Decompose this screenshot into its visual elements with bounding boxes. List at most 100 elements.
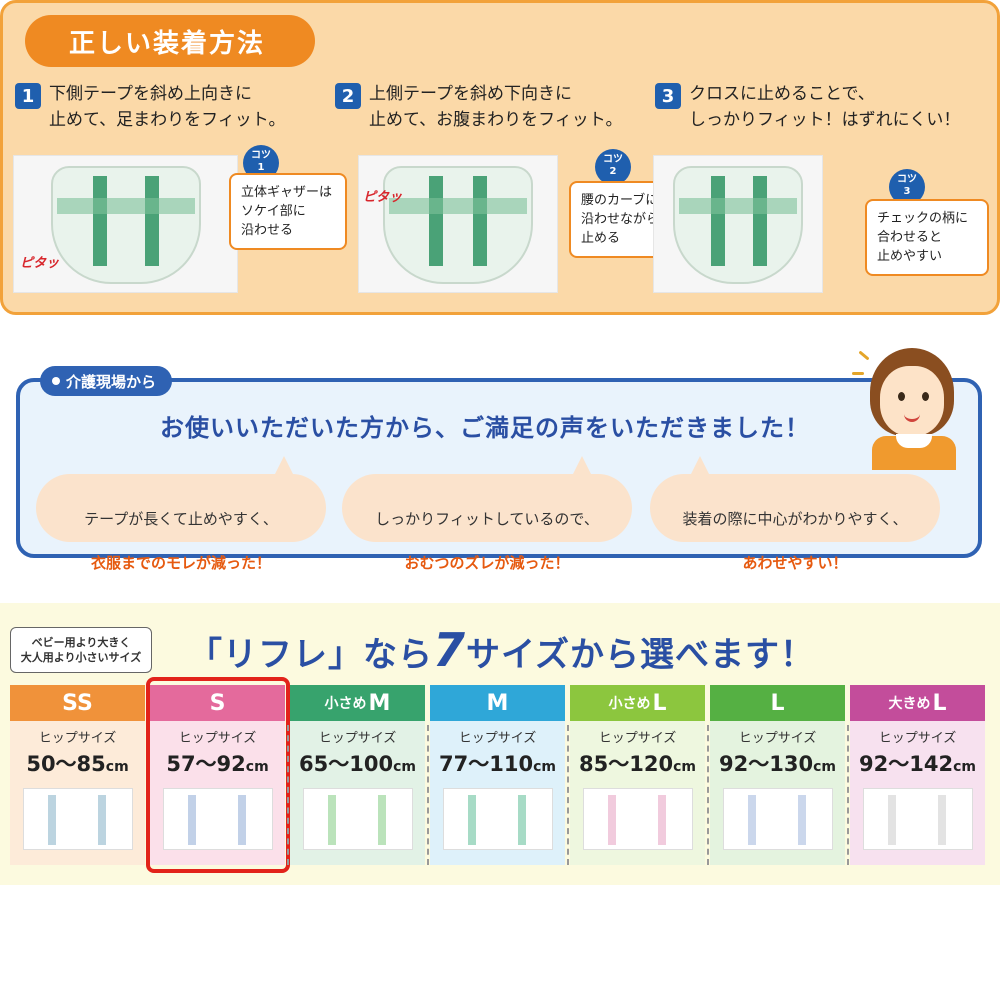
hip-range-unit: cm [105,759,129,775]
size-body: ヒップサイズ 57〜92cm [150,721,285,865]
diaper-swatch [22,788,133,850]
size-label: L [710,685,845,721]
hip-size-range: 50〜85cm [10,748,145,778]
care-site-tag-label: 介護現場から [66,372,157,391]
voice-highlight: 衣服までのモレが減った！ [90,554,271,572]
size-label: SS [10,685,145,721]
tip-1-box: 立体ギャザーは ソケイ部に 沿わせる [229,173,347,250]
diaper-swatch [162,788,273,850]
fitting-method-title: 正しい装着方法 [25,15,315,67]
step-2-photo: ピタッ [358,155,558,293]
care-site-section: 介護現場から お使いいただいた方から、ご満足の声をいただきました！ テープが長く… [16,366,982,572]
step-number: 2 [335,83,361,109]
hip-size-label: ヒップサイズ [318,731,397,746]
step-text: 下側テープを斜め上向きに 止めて、足まわりをフィット。 [49,84,286,130]
care-site-headline: お使いいただいた方から、ご満足の声をいただきました！ [160,414,810,442]
hip-size-range: 85〜120cm [570,748,705,778]
size-name: S [209,690,226,716]
hip-range-value: 57〜92 [166,752,246,776]
hip-range-unit: cm [393,759,416,775]
hip-size-label: ヒップサイズ [178,731,257,746]
hip-size-label: ヒップサイズ [738,731,817,746]
hip-size-label: ヒップサイズ [598,731,677,746]
size-headline: 「リフレ」なら7サイズから選べます！ [188,623,815,677]
size-name: L [652,690,667,716]
size-card[interactable]: M ヒップサイズ 77〜110cm [430,685,565,865]
hitatsu-label: ピタッ [363,190,403,205]
size-body: ヒップサイズ 77〜110cm [430,721,565,865]
hitatsu-label: ピタッ [20,256,60,271]
size-card[interactable]: L ヒップサイズ 92〜130cm [710,685,845,865]
hip-size-range: 77〜110cm [430,748,565,778]
hip-size-range: 65〜100cm [290,748,425,778]
diaper-illustration [673,166,803,284]
size-divider [707,725,709,865]
size-headline-number: 7 [433,623,467,677]
tip-2-badge: コツ 2 [595,149,631,185]
diaper-swatch [722,788,833,850]
hip-range-unit: cm [673,759,696,775]
diaper-illustration [383,166,533,284]
voice-highlight: あわせやすい！ [742,554,848,572]
voice-line: 装着の際に中心がわかりやすく、 [682,510,908,528]
tip-3-box: チェックの柄に 合わせると 止めやすい [865,199,989,276]
size-body: ヒップサイズ 65〜100cm [290,721,425,865]
diaper-swatch [302,788,413,850]
voice-bubble-2: しっかりフィットしているので、 おむつのズレが減った！ [342,456,632,572]
hip-range-unit: cm [245,759,269,775]
size-name: L [770,690,785,716]
diaper-swatch [582,788,693,850]
selected-size-highlight [146,677,290,873]
step-number: 3 [655,83,681,109]
hip-size-range: 57〜92cm [150,748,285,778]
hip-size-label: ヒップサイズ [38,731,117,746]
hip-range-value: 92〜130 [719,752,814,776]
size-body: ヒップサイズ 92〜142cm [850,721,985,865]
hip-range-value: 65〜100 [299,752,394,776]
size-prefix: 大きめ [888,696,931,712]
hip-range-value: 92〜142 [859,752,954,776]
bullet-icon [52,377,60,385]
voice-line: しっかりフィットしているので、 [375,510,599,528]
size-name: L [932,690,947,716]
step-text: クロスに止めることで、 しっかりフィット！はずれにくい！ [689,84,961,130]
hip-size-label: ヒップサイズ [458,731,537,746]
size-name: M [368,690,391,716]
size-name: SS [62,690,93,716]
size-label: M [430,685,565,721]
size-body: ヒップサイズ 50〜85cm [10,721,145,865]
size-divider [567,725,569,865]
hip-range-value: 77〜110 [439,752,534,776]
size-card[interactable]: SS ヒップサイズ 50〜85cm [10,685,145,865]
voice-highlight: おむつのズレが減った！ [404,554,570,572]
hip-range-unit: cm [533,759,556,775]
size-prefix: 小さめ [608,696,651,712]
voice-bubble-3: 装着の際に中心がわかりやすく、 あわせやすい！ [650,456,940,572]
size-body: ヒップサイズ 85〜120cm [570,721,705,865]
fitting-method-section: 正しい装着方法 1 下側テープを斜め上向きに 止めて、足まわりをフィット。 2 … [0,0,1000,315]
hip-range-unit: cm [813,759,836,775]
size-card[interactable]: S ヒップサイズ 57〜92cm [150,685,285,865]
voice-line: テープが長くて止めやすく、 [84,510,278,528]
care-site-tag: 介護現場から [40,366,173,396]
diaper-swatch [442,788,553,850]
size-body: ヒップサイズ 92〜130cm [710,721,845,865]
hip-size-range: 92〜142cm [850,748,985,778]
size-selection-section: ベビー用より大きく 大人用より小さいサイズ 「リフレ」なら7サイズから選べます！… [0,603,1000,885]
size-headline-pre: 「リフレ」なら [188,635,433,675]
hip-size-label: ヒップサイズ [878,731,957,746]
size-label: S [150,685,285,721]
size-note-box: ベビー用より大きく 大人用より小さいサイズ [10,627,152,673]
size-prefix: 小さめ [324,696,367,712]
hip-range-unit: cm [953,759,976,775]
size-headline-post: サイズから選べます！ [466,635,815,675]
size-divider [847,725,849,865]
diaper-illustration [50,166,201,284]
step-number: 1 [15,83,41,109]
